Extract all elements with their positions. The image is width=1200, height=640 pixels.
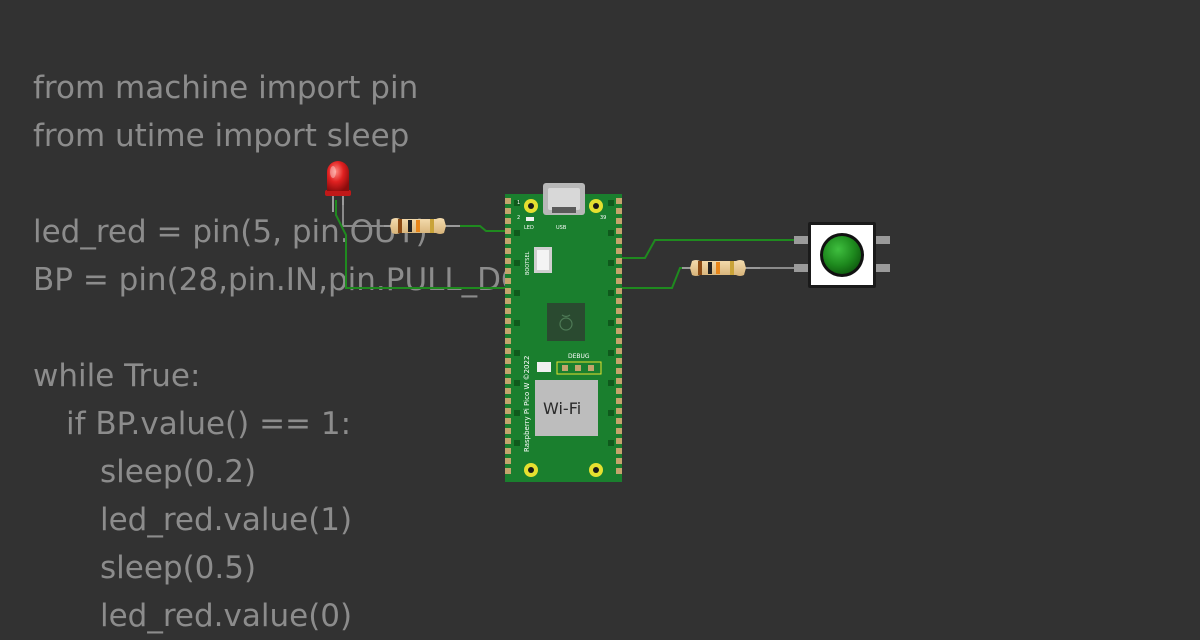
code-line-9: sleep(0.2) (100, 454, 257, 490)
pin-39-label: 39 (600, 215, 606, 221)
code-line-2: from utime import sleep (33, 118, 410, 154)
code-line-11: sleep(0.5) (100, 550, 257, 586)
wire-led-cathode-to-gnd[interactable] (335, 200, 512, 289)
resistor-icon-2[interactable] (682, 260, 760, 276)
code-line-12: led_red.value(0) (100, 598, 353, 634)
mounting-holes (524, 199, 603, 477)
pushbutton-icon[interactable] (794, 222, 890, 288)
code-line-10: led_red.value(1) (100, 502, 353, 538)
wire-3v3-to-button[interactable] (622, 239, 808, 259)
raspberry-logo-icon (559, 314, 573, 331)
code-line-1: from machine import pin (33, 70, 419, 106)
wifi-module (535, 380, 598, 436)
resistor-icon[interactable] (384, 218, 460, 234)
usb-label: USB (556, 225, 567, 231)
pico-w-board[interactable]: 1 2 39 LED USB BOOTSEL DEBUG Wi-Fi Raspb… (505, 183, 622, 482)
pin-2-label: 2 (517, 215, 520, 221)
onboard-led (526, 217, 534, 221)
smd-component (537, 362, 551, 372)
pin-1-label: 1 (517, 200, 520, 206)
debug-header[interactable] (556, 361, 602, 375)
wifi-label: Wi-Fi (543, 399, 581, 418)
board-name-label: Raspberry Pi Pico W ©2022 (523, 356, 531, 452)
bootsel-label: BOOTSEL (525, 251, 531, 275)
rp2040-chip (547, 303, 585, 341)
left-pin-header (505, 198, 511, 474)
usb-connector[interactable] (543, 183, 585, 215)
wire-led-to-resistor[interactable] (342, 200, 392, 227)
led-label: LED (524, 225, 534, 231)
wire-gp28-to-resistor[interactable] (622, 267, 690, 289)
right-pin-header (616, 198, 622, 474)
pin-pads (514, 200, 614, 446)
code-line-4: led_red = pin(5, pin.OUT) (33, 214, 428, 250)
debug-label: DEBUG (568, 353, 590, 360)
code-line-7: while True: (33, 358, 201, 394)
code-line-8: if BP.value() == 1: (66, 406, 352, 442)
wire-resistor-to-gp5[interactable] (454, 225, 512, 232)
red-led-icon[interactable] (325, 161, 351, 212)
